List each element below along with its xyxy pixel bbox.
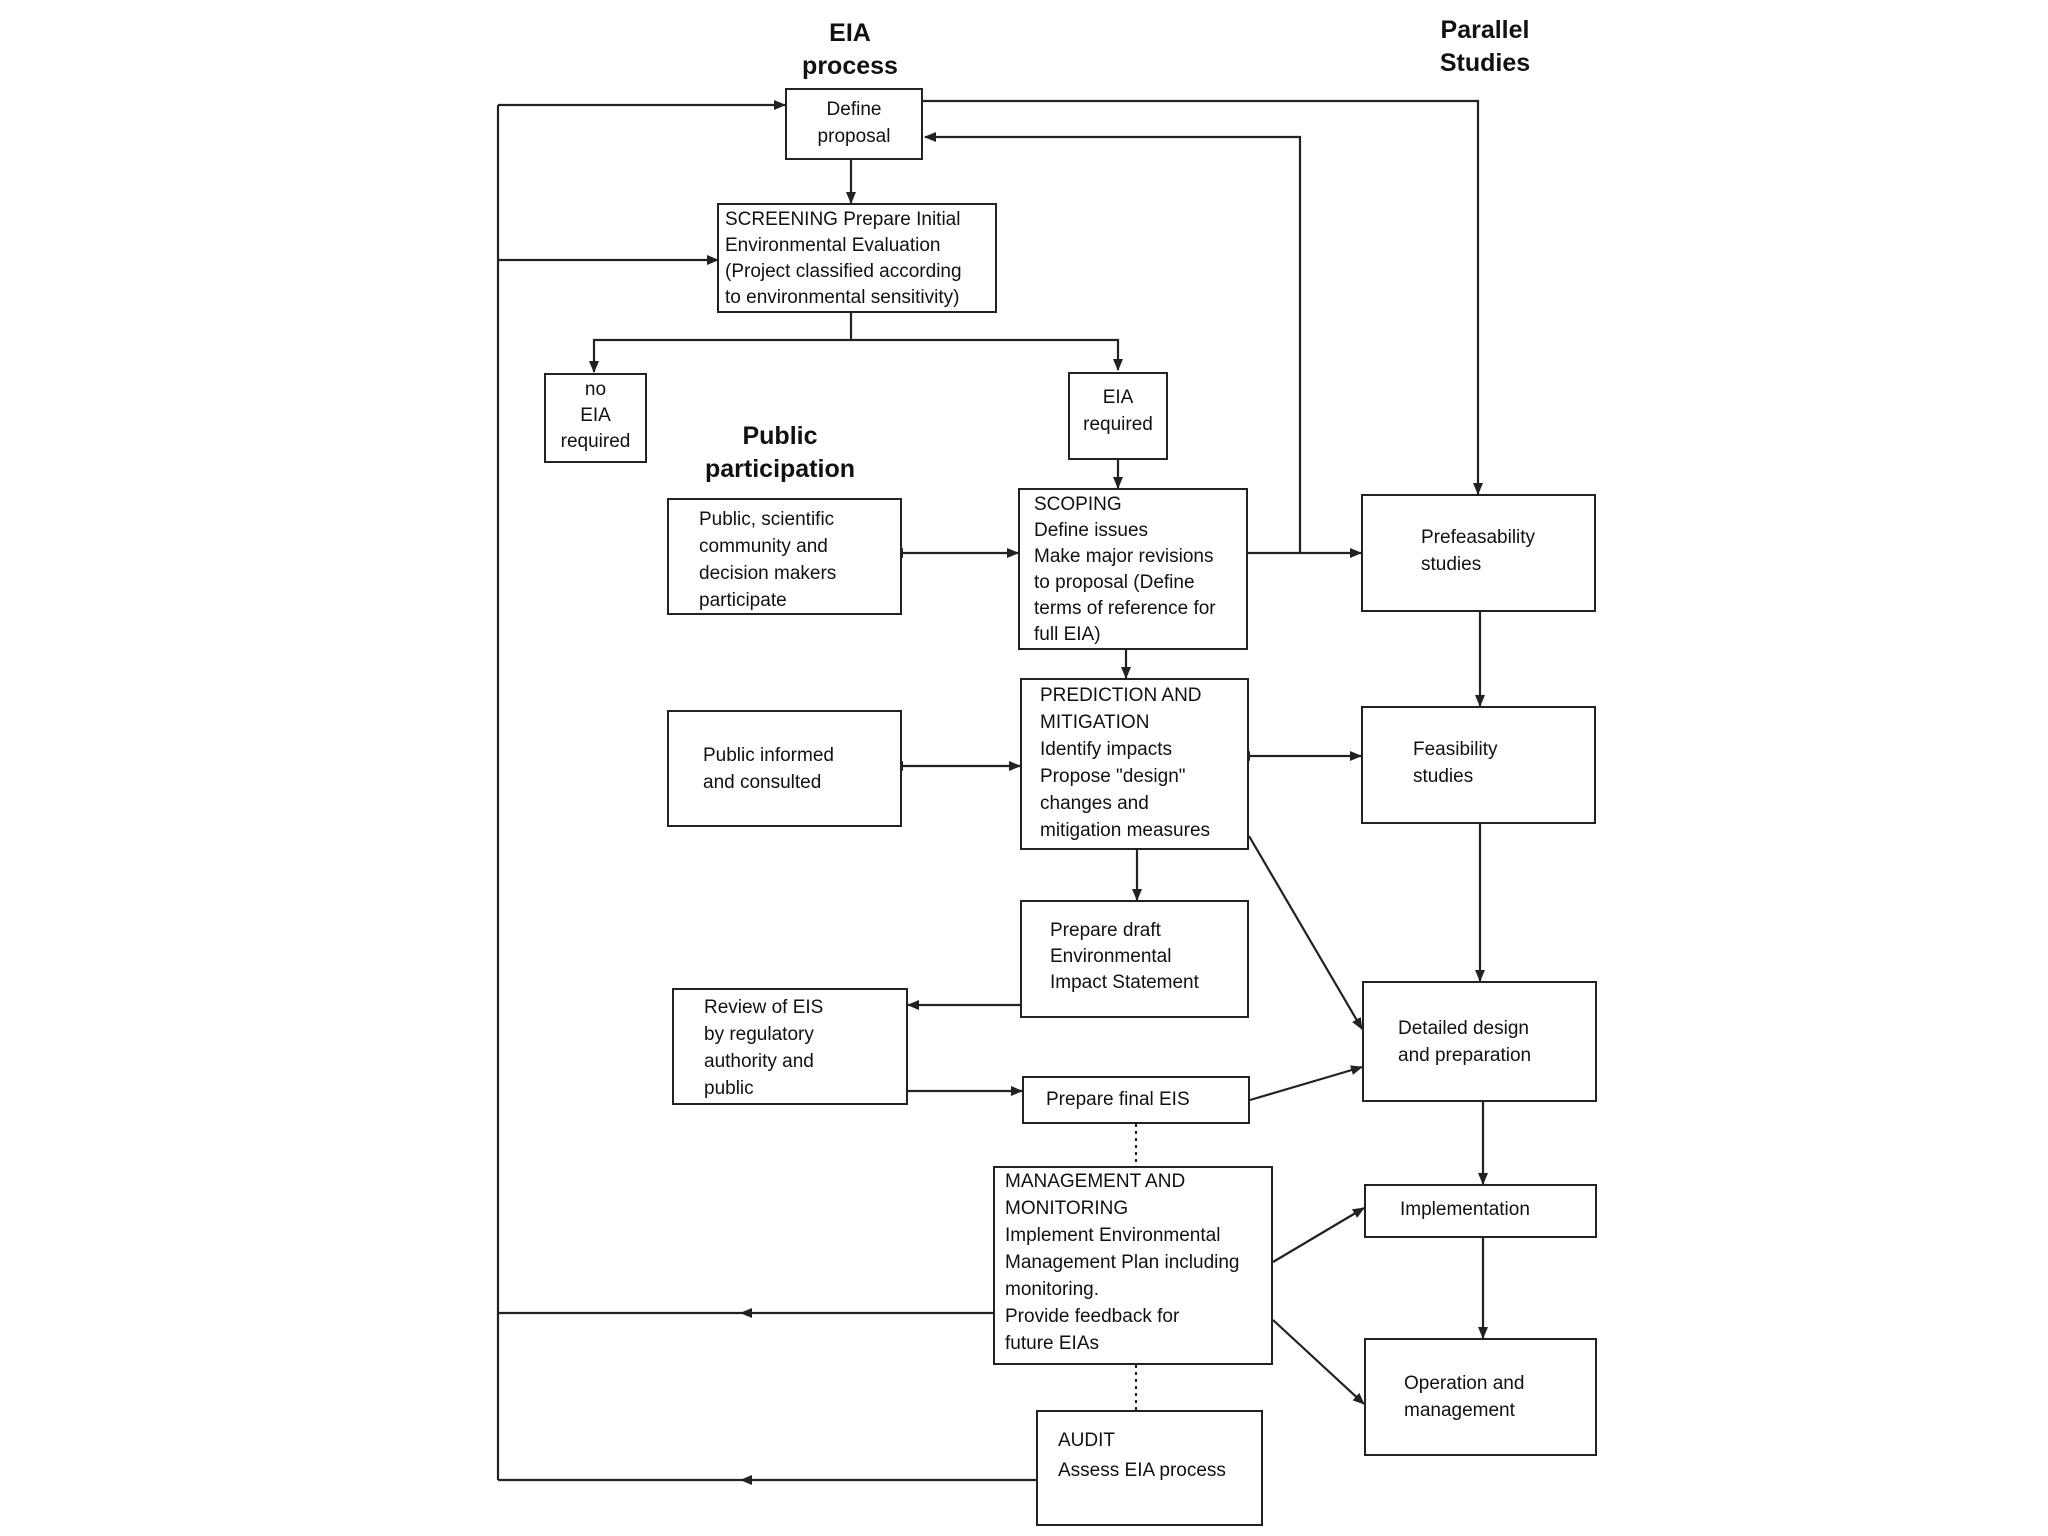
- define-proposal-box: Define proposal: [785, 88, 923, 160]
- parallel-studies-header: Parallel Studies: [1439, 16, 1531, 77]
- draft-eis-box: Prepare draft Environmental Impact State…: [1020, 900, 1249, 1018]
- audit-box: AUDIT Assess EIA process: [1036, 1410, 1263, 1526]
- arrow-management-to-operation: [1272, 1319, 1365, 1405]
- arrow-scoping-back-to-define: [924, 132, 1302, 553]
- feasibility-box: Feasibility studies: [1361, 706, 1596, 824]
- public-scientific-box: Public, scientific community and decisio…: [667, 498, 902, 615]
- review-eis-box: Review of EIS by regulatory authority an…: [672, 988, 908, 1105]
- eia-process-header: EIA process: [802, 19, 898, 80]
- screening-to-eia-required: [851, 338, 1123, 371]
- prediction-mitigation-box: PREDICTION AND MITIGATION Identify impac…: [1020, 678, 1249, 850]
- eia-required-box: EIA required: [1068, 372, 1168, 460]
- public-informed-box: Public informed and consulted: [667, 710, 902, 827]
- arrow-final-to-detailed: [1249, 1065, 1363, 1102]
- final-eis-box: Prepare final EIS: [1022, 1076, 1250, 1124]
- arrow-prediction-to-detailed: [1248, 835, 1363, 1030]
- arrow-define-to-prefeasibility: [923, 99, 1483, 495]
- prefeasibility-box: Prefeasability studies: [1361, 494, 1596, 612]
- arrow-management-to-implementation: [1272, 1207, 1365, 1263]
- screening-split: [589, 313, 853, 373]
- no-eia-required-box: no EIA required: [544, 373, 647, 463]
- public-participation-header: Public participation: [704, 422, 855, 483]
- scoping-box: SCOPING Define issues Make major revisio…: [1018, 488, 1248, 650]
- implementation-box: Implementation: [1364, 1184, 1597, 1238]
- screening-box: SCREENING Prepare Initial Environmental …: [717, 203, 997, 313]
- detailed-design-box: Detailed design and preparation: [1362, 981, 1597, 1102]
- operation-management-box: Operation and management: [1364, 1338, 1597, 1456]
- management-monitoring-box: MANAGEMENT AND MONITORING Implement Envi…: [993, 1166, 1273, 1365]
